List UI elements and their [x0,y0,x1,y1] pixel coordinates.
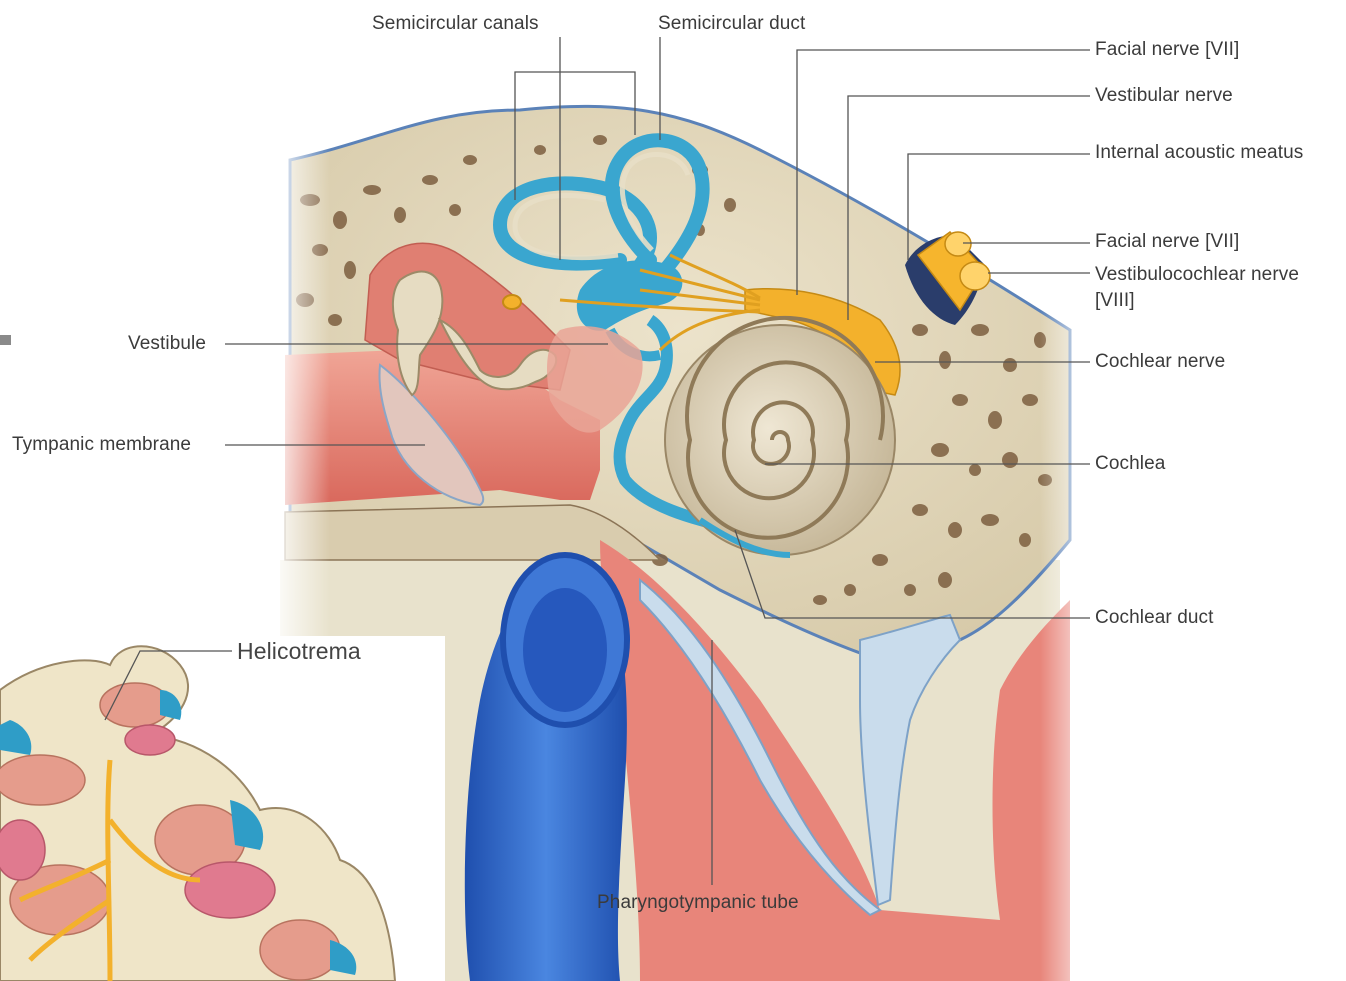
label-facial-nerve-top: Facial nerve [VII] [1095,39,1239,61]
label-vestibulocochlear-nerve: Vestibulocochlear nerve [1095,264,1299,286]
label-pharyngotympanic-tube: Pharyngotympanic tube [597,892,799,914]
label-vestibule: Vestibule [128,333,206,355]
label-vestibular-nerve: Vestibular nerve [1095,85,1233,107]
label-vestibulocochlear-nerve-numeral: [VIII] [1095,290,1135,312]
label-cochlear-duct: Cochlear duct [1095,607,1214,629]
label-semicircular-canals: Semicircular canals [372,13,539,35]
label-internal-acoustic-meatus: Internal acoustic meatus [1095,142,1303,164]
label-cochlear-nerve: Cochlear nerve [1095,351,1225,373]
label-semicircular-duct: Semicircular duct [658,13,805,35]
label-facial-nerve-cut: Facial nerve [VII] [1095,231,1239,253]
label-helicotrema: Helicotrema [237,640,361,662]
label-cochlea: Cochlea [1095,453,1165,475]
edge-marker [0,335,11,345]
cochlea-cross-section-inset [0,636,445,981]
label-tympanic-membrane: Tympanic membrane [12,434,191,456]
